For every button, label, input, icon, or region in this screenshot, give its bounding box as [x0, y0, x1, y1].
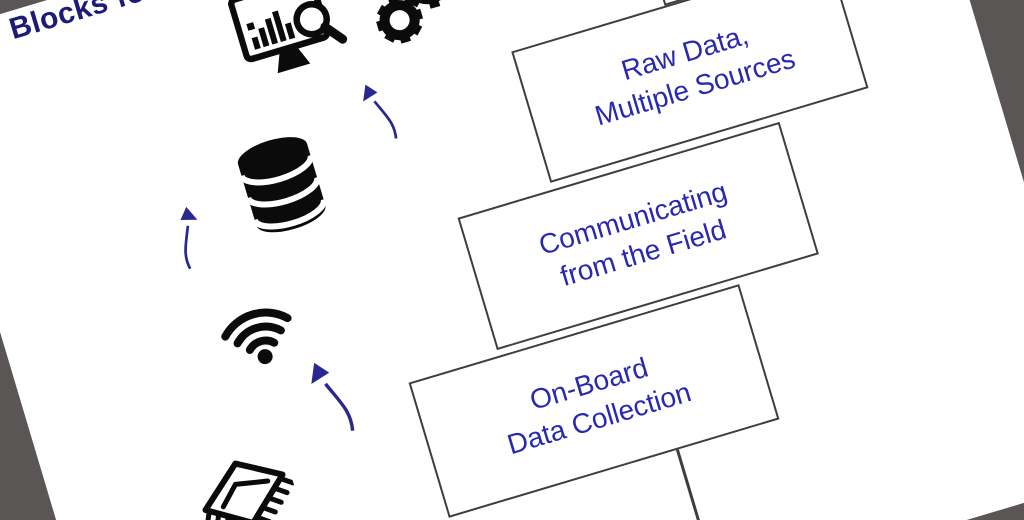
up-arrow-icon	[180, 206, 198, 270]
gears-icon	[376, 0, 453, 44]
monitor-chart-magnifier-icon	[227, 0, 348, 74]
connector-line	[675, 449, 722, 520]
slide-title: Blocks for the	[5, 0, 214, 47]
database-icon	[237, 137, 327, 233]
wifi-icon	[221, 308, 292, 365]
up-arrow-icon	[363, 84, 398, 139]
chip-icon	[202, 460, 296, 520]
up-arrow-icon	[311, 362, 355, 431]
